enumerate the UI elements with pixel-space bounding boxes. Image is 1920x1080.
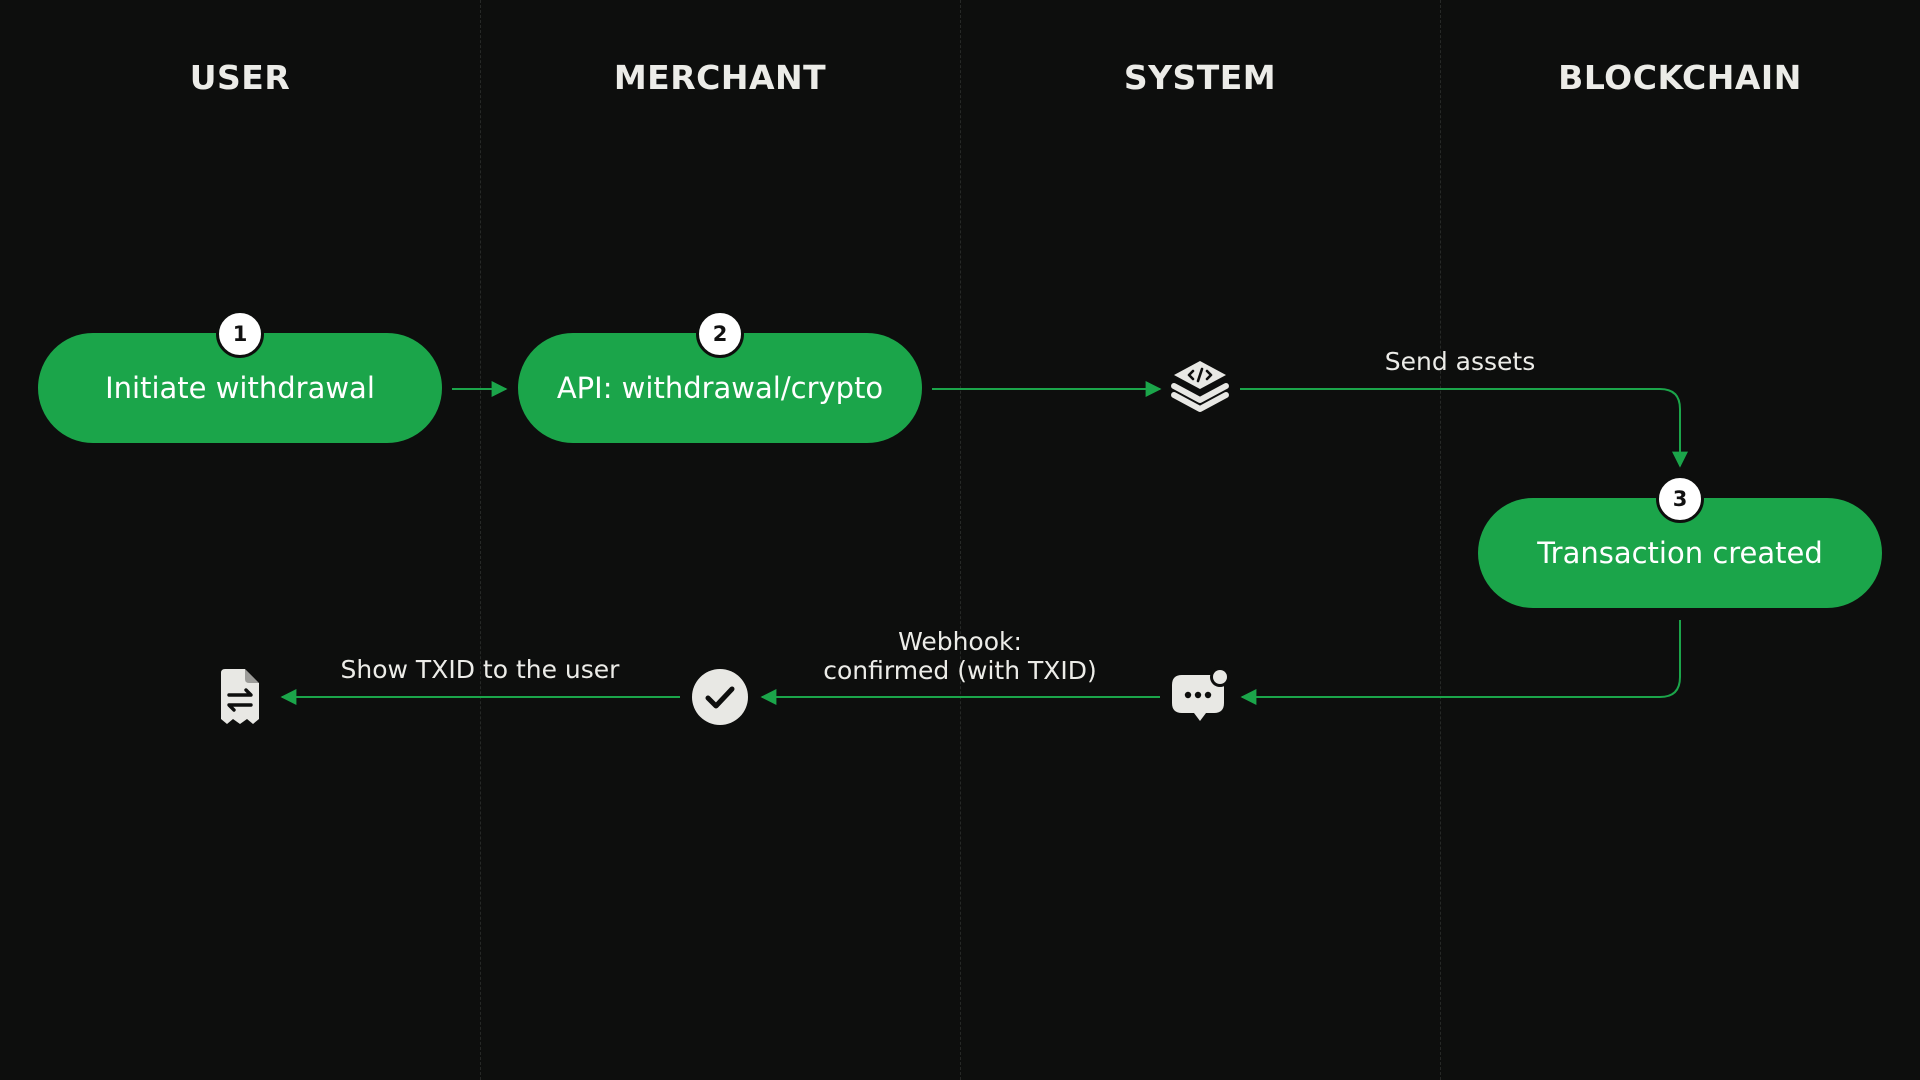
edge-label-webhook: Webhook: confirmed (with TXID) <box>780 627 1140 685</box>
step-transaction-created: Transaction created <box>1478 498 1882 608</box>
chat-notification-icon <box>1172 667 1230 721</box>
step-number-badge: 1 <box>216 310 264 358</box>
edge-label-send-assets: Send assets <box>1384 347 1536 376</box>
step-initiate-withdrawal: Initiate withdrawal <box>38 333 442 443</box>
lane-divider <box>960 0 961 1080</box>
edge-label-show-txid: Show TXID to the user <box>340 655 620 684</box>
lane-title-merchant: MERCHANT <box>613 58 827 97</box>
lane-divider <box>1440 0 1441 1080</box>
arrow-system-to-blockchain <box>1240 388 1688 468</box>
step-label: API: withdrawal/crypto <box>556 371 884 405</box>
edge-label-webhook-line2: confirmed (with TXID) <box>823 656 1097 685</box>
check-circle-icon <box>692 669 748 725</box>
lane-title-blockchain: BLOCKCHAIN <box>1558 58 1802 97</box>
step-label: Initiate withdrawal <box>105 371 375 405</box>
lane-title-system: SYSTEM <box>1123 58 1277 97</box>
step-number-badge: 3 <box>1656 475 1704 523</box>
edge-label-webhook-line1: Webhook: <box>898 627 1022 656</box>
step-label: Transaction created <box>1537 536 1823 570</box>
code-layers-icon <box>1171 361 1229 412</box>
lane-title-user: USER <box>189 58 291 97</box>
receipt-transfer-icon <box>221 669 259 724</box>
step-number-badge: 2 <box>696 310 744 358</box>
arrow-blockchain-to-webhook <box>1240 620 1681 705</box>
lane-divider <box>480 0 481 1080</box>
